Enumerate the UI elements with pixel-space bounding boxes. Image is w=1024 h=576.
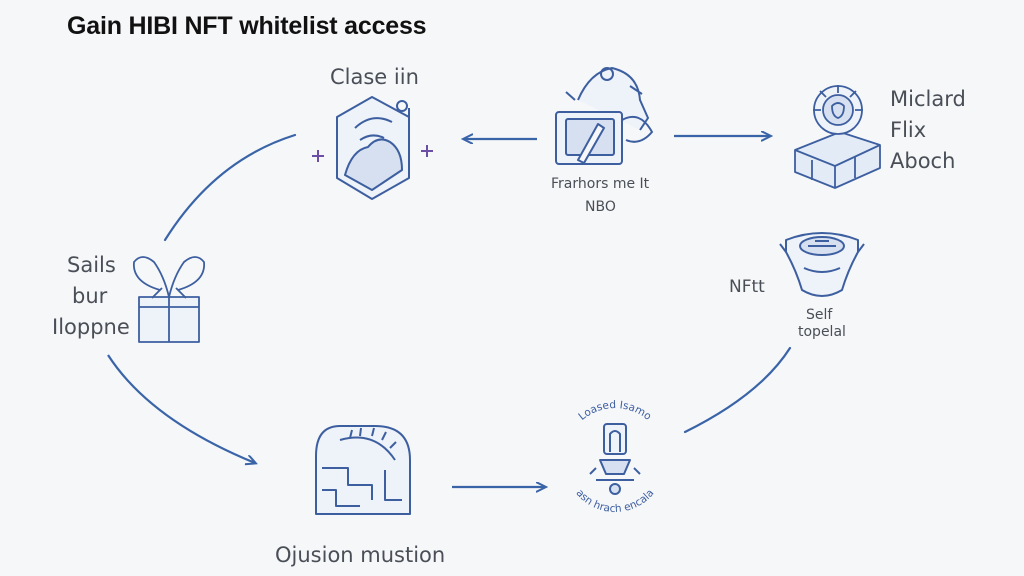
gift-box-icon xyxy=(133,256,205,343)
mint-label-line3: Aboch xyxy=(890,149,956,173)
nft-sublabel-line2: topelal xyxy=(798,324,846,340)
arrow-curve-sales-to-claim xyxy=(163,133,297,242)
frame-shield-icon xyxy=(312,96,433,200)
stamp-seal-icon xyxy=(589,423,641,495)
sales-label-line2: bur xyxy=(72,284,108,308)
profile-label-line1: Frarhors me It xyxy=(551,176,650,192)
sales-label-line1: Sails xyxy=(67,253,116,277)
certificate-card-icon xyxy=(555,67,653,165)
mask-badge-icon xyxy=(779,232,865,297)
sales-label-line3: Iloppne xyxy=(52,315,130,339)
question-label: Ojusion mustion xyxy=(275,543,446,567)
mint-label-line2: Flix xyxy=(890,118,927,142)
badge-box-icon xyxy=(794,85,881,189)
arrow-curve-sales-to-question xyxy=(107,354,255,463)
maze-frame-icon xyxy=(315,425,411,515)
seal-ring-top-text: Loased Isamo xyxy=(576,399,653,423)
diagram-title: Gain HIBI NFT whitelist access xyxy=(67,12,427,40)
claim-label: Clase iin xyxy=(330,65,419,89)
nft-sublabel-line1: Self xyxy=(806,307,833,323)
mint-label-line1: Miclard xyxy=(890,87,966,111)
profile-label-line2: NBO xyxy=(585,199,616,215)
arrow-curve-seal-to-nft xyxy=(683,346,792,434)
nft-label: NFtt xyxy=(729,277,765,297)
